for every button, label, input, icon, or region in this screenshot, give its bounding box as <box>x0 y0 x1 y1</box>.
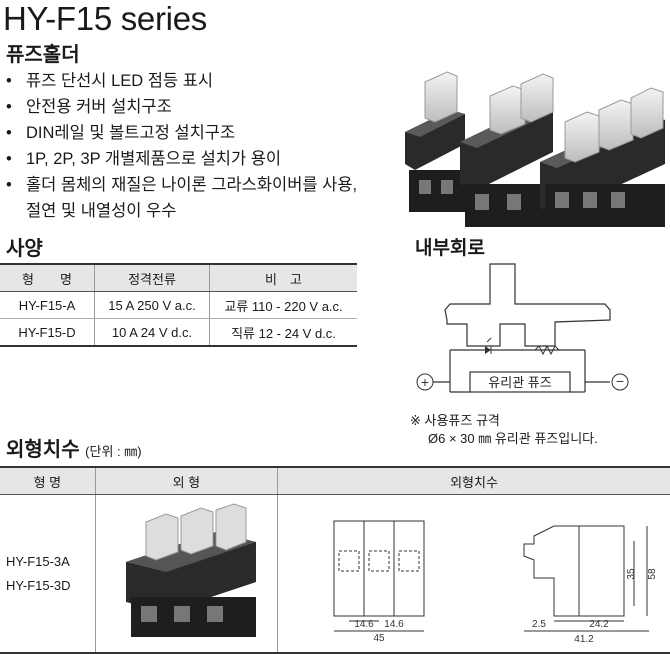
dimension-label: 2.5 <box>532 619 546 630</box>
fuse-holder-3p <box>540 88 665 227</box>
feature-item: •퓨즈 단선시 LED 점등 표시 <box>6 68 357 94</box>
feature-item: •홀더 몸체의 재질은 나이론 그라스화이버를 사용, <box>6 172 357 198</box>
dimension-label: 24.2 <box>589 619 609 630</box>
table-row: HY-F15-A 15 A 250 V a.c. 교류 110 - 220 V … <box>0 292 357 319</box>
feature-item: •안전용 커버 설치구조 <box>6 94 357 120</box>
column-header: 형 명 <box>0 264 95 292</box>
dimensions-table: 형 명 외 형 외형치수 HY-F15-3A HY-F15-3D <box>0 466 670 654</box>
fuse-holder-1p <box>405 72 465 212</box>
fuse-spec-note: ※ 사용퓨즈 규격 <box>410 410 500 429</box>
page-subtitle: 퓨즈홀더 <box>6 38 80 67</box>
column-header: 형 명 <box>0 467 95 495</box>
dimensions-heading: 외형치수 (단위 : ㎜) <box>6 433 142 462</box>
fuse-spec-note-detail: Ø6 × 30 ㎜ 유리관 퓨즈입니다. <box>428 428 598 447</box>
spec-heading: 사양 <box>6 232 43 261</box>
table-header-row: 형 명 정격전류 비 고 <box>0 264 357 292</box>
feature-list: •퓨즈 단선시 LED 점등 표시 •안전용 커버 설치구조 •DIN레일 및 … <box>6 68 357 224</box>
model-name: HY-F15-3A <box>6 550 94 574</box>
dimension-drawings: 14.6 14.6 45 2.5 24.2 41.2 35 58 <box>279 496 669 648</box>
plus-terminal-label: + <box>421 374 429 390</box>
product-3p-photo <box>106 502 266 642</box>
spec-table: 형 명 정격전류 비 고 HY-F15-A 15 A 250 V a.c. 교류… <box>0 263 357 347</box>
fuse-holder-2p <box>460 74 553 227</box>
product-photo <box>395 62 670 227</box>
front-view-drawing <box>334 521 424 631</box>
minus-terminal-label: − <box>616 373 624 389</box>
column-header: 비 고 <box>210 264 358 292</box>
column-header: 정격전류 <box>95 264 210 292</box>
column-header: 외 형 <box>95 467 277 495</box>
feature-item: •DIN레일 및 볼트고정 설치구조 <box>6 120 357 146</box>
dimension-label: 45 <box>373 633 385 644</box>
circuit-heading: 내부회로 <box>415 233 485 260</box>
dimension-label: 41.2 <box>574 634 594 645</box>
page-title: HY-F15 series <box>3 0 207 38</box>
dimension-label: 35 <box>626 568 637 580</box>
table-row: HY-F15-D 10 A 24 V d.c. 직류 12 - 24 V d.c… <box>0 319 357 347</box>
circuit-diagram: + − 유리관 퓨즈 <box>405 262 640 407</box>
dimension-label: 58 <box>647 568 658 580</box>
model-name: HY-F15-3D <box>6 574 94 598</box>
table-header-row: 형 명 외 형 외형치수 <box>0 467 670 495</box>
column-header: 외형치수 <box>278 467 670 495</box>
dimension-label: 14.6 <box>354 619 374 630</box>
feature-item-continued: 절연 및 내열성이 우수 <box>6 198 357 224</box>
feature-item: •1P, 2P, 3P 개별제품으로 설치가 용이 <box>6 146 357 172</box>
fuse-label: 유리관 퓨즈 <box>488 375 551 390</box>
dimension-label: 14.6 <box>384 619 404 630</box>
table-row: HY-F15-3A HY-F15-3D <box>0 495 670 654</box>
